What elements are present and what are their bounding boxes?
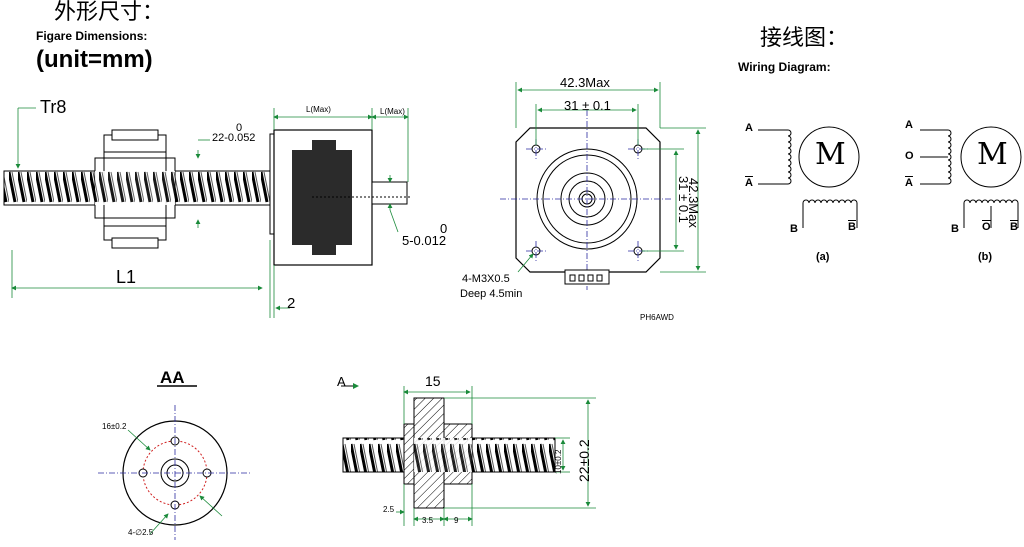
center-tap-label-b: O [905,150,914,162]
flange-width-label: 15 [425,373,441,389]
nut-dim-top: 0 [236,122,243,134]
view-arrow-label: A [337,374,346,389]
flange-dia-label: 22±0.2 [576,439,592,482]
motor-body-side [269,129,410,266]
phase-a-bar-label-b: A [905,177,913,189]
motor-symbol-b [960,126,1022,188]
phase-b-bar-label-b: B [1010,221,1018,233]
phase-a-label-b: A [905,119,913,131]
motor-label-b: M [977,137,1008,172]
caption-b: (b) [978,251,993,263]
unit-label: (unit=mm) [36,46,153,73]
phase-a-bar-label-a: A [745,177,753,189]
screw-length-label: L1 [116,267,137,287]
phase-b-label-b: B [951,223,959,235]
caption-a: (a) [816,251,830,263]
holes-aa-label: 4-∅2.5 [128,528,154,537]
section-aa-label: AA [160,368,185,387]
phase-a-label-a: A [745,122,753,134]
motor-label-a: M [815,137,846,172]
dimensions-title-en: Figare Dimensions: [36,29,148,43]
center-tap-b-label-b: O [982,221,991,233]
wiring-diagram-a [758,126,860,228]
dim-b-label: 3.5 [422,516,434,525]
hole-pitch-h-label: 31 ± 0.1 [564,98,611,113]
hole-pitch-v-label: 31 ± 0.1 [676,176,691,223]
shaft-length-label: L(Max) [380,107,405,116]
dim-a-label: 2.5 [383,505,395,514]
front-view [500,82,706,290]
dimensions-title-cn: 外形尺寸： [54,0,165,25]
side-view [3,107,410,318]
phase-b-bar-label-a: B [848,221,856,233]
phase-b-label-a: B [790,223,798,235]
section-aa-view [98,385,252,540]
nut-view [341,383,596,526]
shaft-dim-bottom: 5-0.012 [402,233,447,248]
holes-label-line2: Deep 4.5min [460,288,523,300]
width-max-label: 42.3Max [560,75,610,90]
dim-c-label: 9 [454,516,459,525]
connector [564,269,610,285]
wiring-diagram-b [920,126,1022,228]
bolt-circle-label: 16±0.2 [102,422,127,431]
model-label: PH6AWD [640,313,674,322]
screw-label: Tr8 [40,97,67,117]
wiring-title-cn: 接线图： [760,26,849,51]
nut-dim-bottom: 22-0.052 [212,132,256,144]
screw-nut [94,129,176,249]
holes-label-line1: 4-M3X0.5 [462,273,510,285]
motor-symbol-a [798,126,860,188]
gap-label: 2 [287,295,296,312]
bore-dia-label: 10±0.2 [554,449,563,474]
shaft-dim-top: 0 [440,221,448,236]
wiring-title-en: Wiring Diagram: [738,60,831,74]
body-length-label: L(Max) [306,105,331,114]
